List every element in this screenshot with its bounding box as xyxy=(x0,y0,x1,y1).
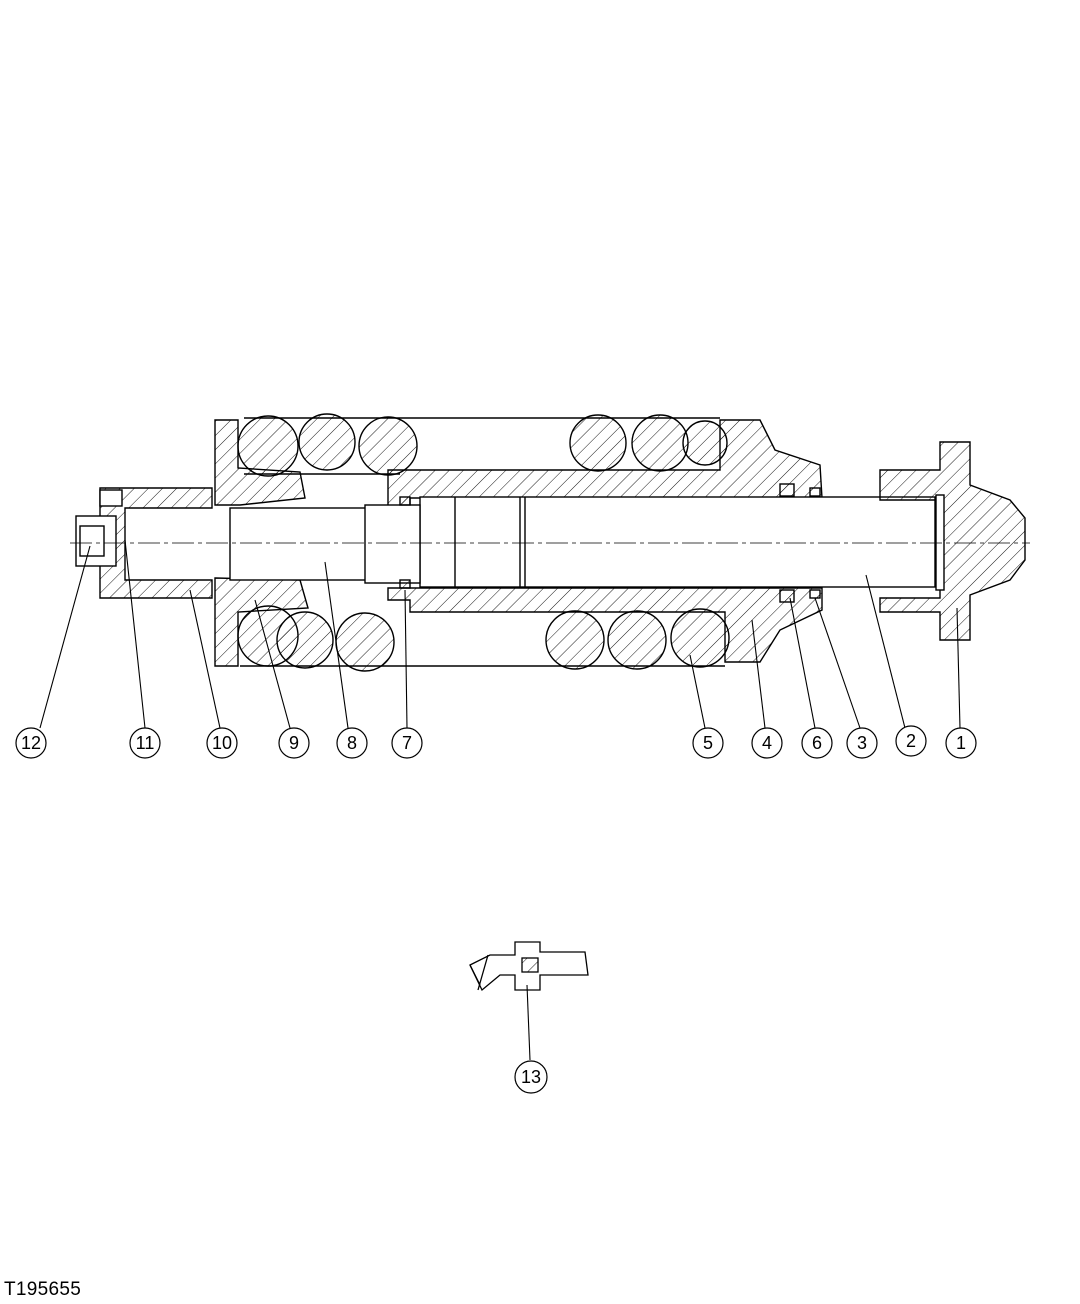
callout-10: 10 xyxy=(206,727,238,759)
grease-fitting xyxy=(469,941,589,992)
svg-text:11: 11 xyxy=(136,733,155,753)
svg-text:10: 10 xyxy=(212,733,232,753)
callout-9: 9 xyxy=(278,727,310,759)
svg-text:3: 3 xyxy=(857,733,867,753)
leader-lines xyxy=(39,539,961,1061)
spring-coils-lower xyxy=(237,605,730,672)
seal-upper-right xyxy=(779,483,795,497)
spring-coils-upper xyxy=(237,413,728,477)
callout-4: 4 xyxy=(751,727,783,759)
svg-text:9: 9 xyxy=(289,733,299,753)
svg-text:4: 4 xyxy=(762,733,772,753)
svg-text:12: 12 xyxy=(21,733,41,753)
callout-13: 13 xyxy=(514,1060,548,1094)
callouts: 12 11 10 9 8 7 5 4 6 3 2 1 13 xyxy=(15,725,977,1094)
callout-8: 8 xyxy=(336,727,368,759)
callout-5: 5 xyxy=(692,727,724,759)
piston-rod xyxy=(419,496,936,588)
callout-3: 3 xyxy=(846,727,878,759)
shaft xyxy=(229,507,391,581)
svg-text:7: 7 xyxy=(402,733,412,753)
housing-lower xyxy=(387,587,823,663)
svg-text:5: 5 xyxy=(703,733,713,753)
svg-text:8: 8 xyxy=(347,733,357,753)
callout-2: 2 xyxy=(895,725,927,757)
svg-text:1: 1 xyxy=(956,733,966,753)
svg-text:2: 2 xyxy=(906,731,916,751)
callout-12: 12 xyxy=(15,727,47,759)
spring-seat-upper xyxy=(214,419,306,506)
seal-lower-right xyxy=(779,589,795,603)
callout-7: 7 xyxy=(391,727,423,759)
callout-11: 11 xyxy=(129,727,161,759)
figure-id: T195655 xyxy=(4,1279,82,1300)
callout-1: 1 xyxy=(945,727,977,759)
callout-6: 6 xyxy=(801,727,833,759)
seal-left xyxy=(399,496,411,506)
svg-text:6: 6 xyxy=(812,733,822,753)
svg-text:13: 13 xyxy=(521,1067,541,1087)
